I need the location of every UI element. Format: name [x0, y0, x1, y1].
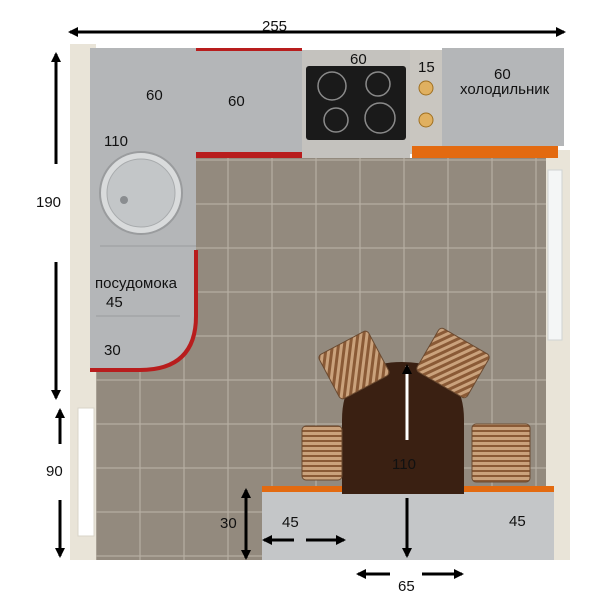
corner-cabinet-label: 60: [146, 87, 163, 104]
fridge: [442, 48, 564, 146]
fridge-label: холодильник: [460, 81, 550, 98]
dishwasher-label: посудомока: [95, 275, 177, 292]
red-edge-top: [196, 48, 302, 51]
bottom-offset-label: 30: [220, 515, 237, 532]
red-strip: [196, 152, 302, 158]
chair: [301, 425, 343, 481]
burner-icon: [364, 102, 396, 134]
bottom-left-counter-label: 45: [282, 514, 299, 531]
knob-icon: [418, 80, 434, 96]
window-right: [547, 169, 563, 341]
cabinet-label: 60: [228, 93, 245, 110]
chair: [416, 327, 490, 399]
cabinet-top-left: [196, 50, 302, 154]
total-width-label: 255: [262, 18, 288, 35]
knob-icon: [418, 112, 434, 128]
door-left: [77, 407, 95, 537]
burner-icon: [323, 107, 349, 133]
stove-label: 60: [350, 51, 367, 68]
total-height-label: 190: [36, 194, 62, 211]
bottom-right-counter-label: 45: [509, 513, 526, 530]
table: [342, 362, 464, 494]
stove-cooktop: [306, 66, 406, 140]
dishwasher-width-label: 45: [106, 294, 123, 311]
sink-basin: [106, 158, 176, 228]
end-section-label: 30: [104, 342, 121, 359]
sink-section-label: 110: [104, 133, 128, 150]
narrow-cabinet-label: 15: [418, 59, 435, 76]
burner-icon: [317, 71, 347, 101]
chair: [318, 330, 390, 400]
chair: [471, 423, 531, 483]
burner-icon: [365, 71, 391, 97]
narrow-cabinet: [410, 50, 442, 154]
table-length-label: 110: [392, 456, 416, 473]
bottom-gap-label: 65: [398, 578, 415, 595]
lower-height-label: 90: [46, 463, 63, 480]
orange-strip: [412, 146, 558, 158]
sink-drain: [120, 196, 128, 204]
left-counter-red-edge: [90, 250, 198, 372]
fridge-width-label: 60: [494, 66, 511, 83]
